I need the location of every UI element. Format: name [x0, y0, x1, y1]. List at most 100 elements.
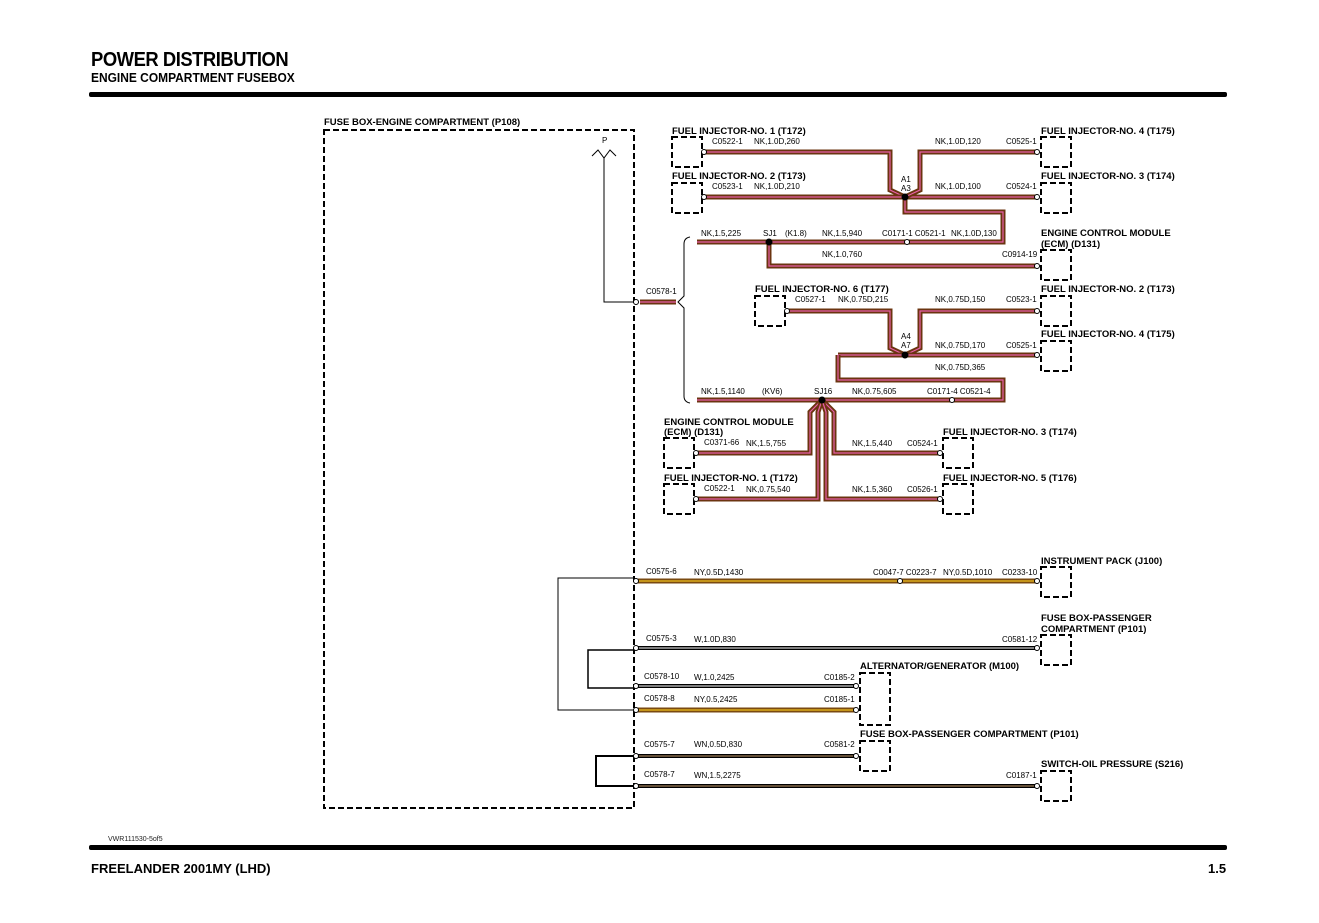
wire-label: NK,1.0D,120	[935, 137, 981, 146]
fuel-injector-3-bottom-label: FUEL INJECTOR-NO. 3 (T174)	[943, 427, 1077, 438]
connector-label: C0524-1	[1006, 182, 1037, 191]
connector-pin[interactable]	[937, 450, 943, 456]
connector-label: C0575-7	[644, 740, 675, 749]
connector-pin[interactable]	[853, 707, 859, 713]
fusebox-passenger-bottom[interactable]	[859, 740, 891, 772]
connector-label: C0524-1	[907, 439, 938, 448]
connector-pin[interactable]	[693, 496, 699, 502]
fusebox-engine-compartment[interactable]	[323, 129, 635, 809]
connector-label: C0525-1	[1006, 341, 1037, 350]
wire-label: NK,1.5,755	[746, 439, 787, 448]
wire-nk-215-tracer	[787, 310, 906, 356]
fuel-injector-3-top[interactable]	[1040, 182, 1072, 214]
connector-pin[interactable]	[633, 578, 639, 584]
connector-pin[interactable]	[904, 239, 910, 245]
connector-label: C0578-8	[644, 694, 675, 703]
fuel-injector-1-bottom[interactable]	[663, 483, 695, 515]
fuel-injector-6[interactable]	[754, 295, 786, 327]
connector-pin[interactable]	[633, 753, 639, 759]
ecm-bottom[interactable]	[663, 437, 695, 469]
connector-pin[interactable]	[853, 683, 859, 689]
fusebox-passenger-top-label-1: FUSE BOX-PASSENGER	[1041, 613, 1152, 624]
connector-pin[interactable]	[784, 308, 790, 314]
connector-label: C0578-10	[644, 672, 680, 681]
connector-pin[interactable]	[853, 753, 859, 759]
fuel-injector-4-top-label: FUEL INJECTOR-NO. 4 (T175)	[1041, 126, 1175, 137]
connector-pin[interactable]	[1034, 352, 1040, 358]
connector-pin[interactable]	[633, 683, 639, 689]
ecm-bottom-label-1: ENGINE CONTROL MODULE	[664, 417, 794, 428]
connector-pin[interactable]	[1034, 308, 1040, 314]
connector-label: C0523-1	[712, 182, 743, 191]
connector-pin[interactable]	[633, 707, 639, 713]
connector-label: C0527-1	[795, 295, 826, 304]
splice-a3-label: A3	[901, 184, 911, 193]
fuel-injector-1-bottom-label: FUEL INJECTOR-NO. 1 (T172)	[664, 473, 798, 484]
connector-pin[interactable]	[633, 783, 639, 789]
fuel-injector-2-top-label: FUEL INJECTOR-NO. 2 (T173)	[672, 171, 806, 182]
connector-pin[interactable]	[701, 194, 707, 200]
switch-oil-pressure-label: SWITCH-OIL PRESSURE (S216)	[1041, 759, 1183, 770]
alternator-generator[interactable]	[859, 672, 891, 726]
connector-pin[interactable]	[1034, 149, 1040, 155]
connector-label: C0522-1	[704, 484, 735, 493]
connector-pin[interactable]	[1034, 194, 1040, 200]
splice-a1-label: A1	[901, 175, 911, 184]
wire-label: NK,1.0D,100	[935, 182, 981, 191]
fuel-injector-4-mid[interactable]	[1040, 340, 1072, 372]
connector-pin[interactable]	[949, 397, 955, 403]
connector-pin[interactable]	[633, 299, 639, 305]
fuel-injector-2-mid-label: FUEL INJECTOR-NO. 2 (T173)	[1041, 284, 1175, 295]
connector-pin[interactable]	[1034, 263, 1040, 269]
connector-label: C0581-2	[824, 740, 855, 749]
connector-label: C0526-1	[907, 485, 938, 494]
wire-label: NK,1.5,1140	[701, 387, 745, 396]
instrument-pack-label: INSTRUMENT PACK (J100)	[1041, 556, 1162, 567]
wire-label: NK,1.0D,260	[754, 137, 800, 146]
fuel-injector-1-top[interactable]	[671, 136, 703, 168]
wire-nk-365-605-1140-tracer	[697, 355, 1004, 401]
instrument-pack[interactable]	[1040, 566, 1072, 598]
lower-wire-group	[638, 578, 1037, 788]
header-rule	[89, 92, 1227, 97]
splice-a1-a3	[901, 193, 909, 201]
connector-pin[interactable]	[937, 496, 943, 502]
fuel-injector-2-top[interactable]	[671, 182, 703, 214]
connector-label: C0185-1	[824, 695, 855, 704]
wire-label: NK,1.5,360	[852, 485, 893, 494]
wire-label: NY,0.5,2425	[694, 695, 738, 704]
fuel-injector-4-top[interactable]	[1040, 136, 1072, 168]
connector-label: C0371-66	[704, 438, 740, 447]
connector-pin[interactable]	[701, 149, 707, 155]
connector-pins	[633, 149, 1040, 789]
fuse-feed-line	[603, 158, 634, 303]
connector-pin[interactable]	[1034, 783, 1040, 789]
connector-pin[interactable]	[897, 578, 903, 584]
splice-sj1-variant: (K1.8)	[785, 229, 807, 238]
wire-label: W,1.0D,830	[694, 635, 736, 644]
splice-sj16	[818, 396, 826, 404]
ecm-top[interactable]	[1040, 249, 1072, 281]
connector-label: C0171-4 C0521-4	[927, 387, 991, 396]
connector-pin[interactable]	[1034, 578, 1040, 584]
connector-label: C0187-1	[1006, 771, 1037, 780]
wire-nk-755-tracer	[696, 399, 823, 454]
page-title: POWER DISTRIBUTION	[91, 49, 289, 71]
connector-pin[interactable]	[633, 645, 639, 651]
connector-pin[interactable]	[693, 450, 699, 456]
ecm-top-label-1: ENGINE CONTROL MODULE	[1041, 228, 1171, 239]
wire-label: W,1.0,2425	[694, 673, 735, 682]
connector-pin[interactable]	[1034, 645, 1040, 651]
connector-label: C0581-12	[1002, 635, 1038, 644]
fuel-injector-5-bottom[interactable]	[942, 483, 974, 515]
fuel-injector-2-mid[interactable]	[1040, 295, 1072, 327]
ecm-bottom-label-2: (ECM) (D131)	[664, 427, 723, 438]
wire-label: NY,0.5D,1010	[943, 568, 993, 577]
switch-oil-pressure[interactable]	[1040, 770, 1072, 802]
connector-label: C0523-1	[1006, 295, 1037, 304]
nk-wire-group	[640, 149, 1037, 502]
fusebox-passenger-top[interactable]	[1040, 634, 1072, 666]
wire-nk-150-tracer	[904, 310, 1037, 356]
fuel-injector-3-bottom[interactable]	[942, 437, 974, 469]
